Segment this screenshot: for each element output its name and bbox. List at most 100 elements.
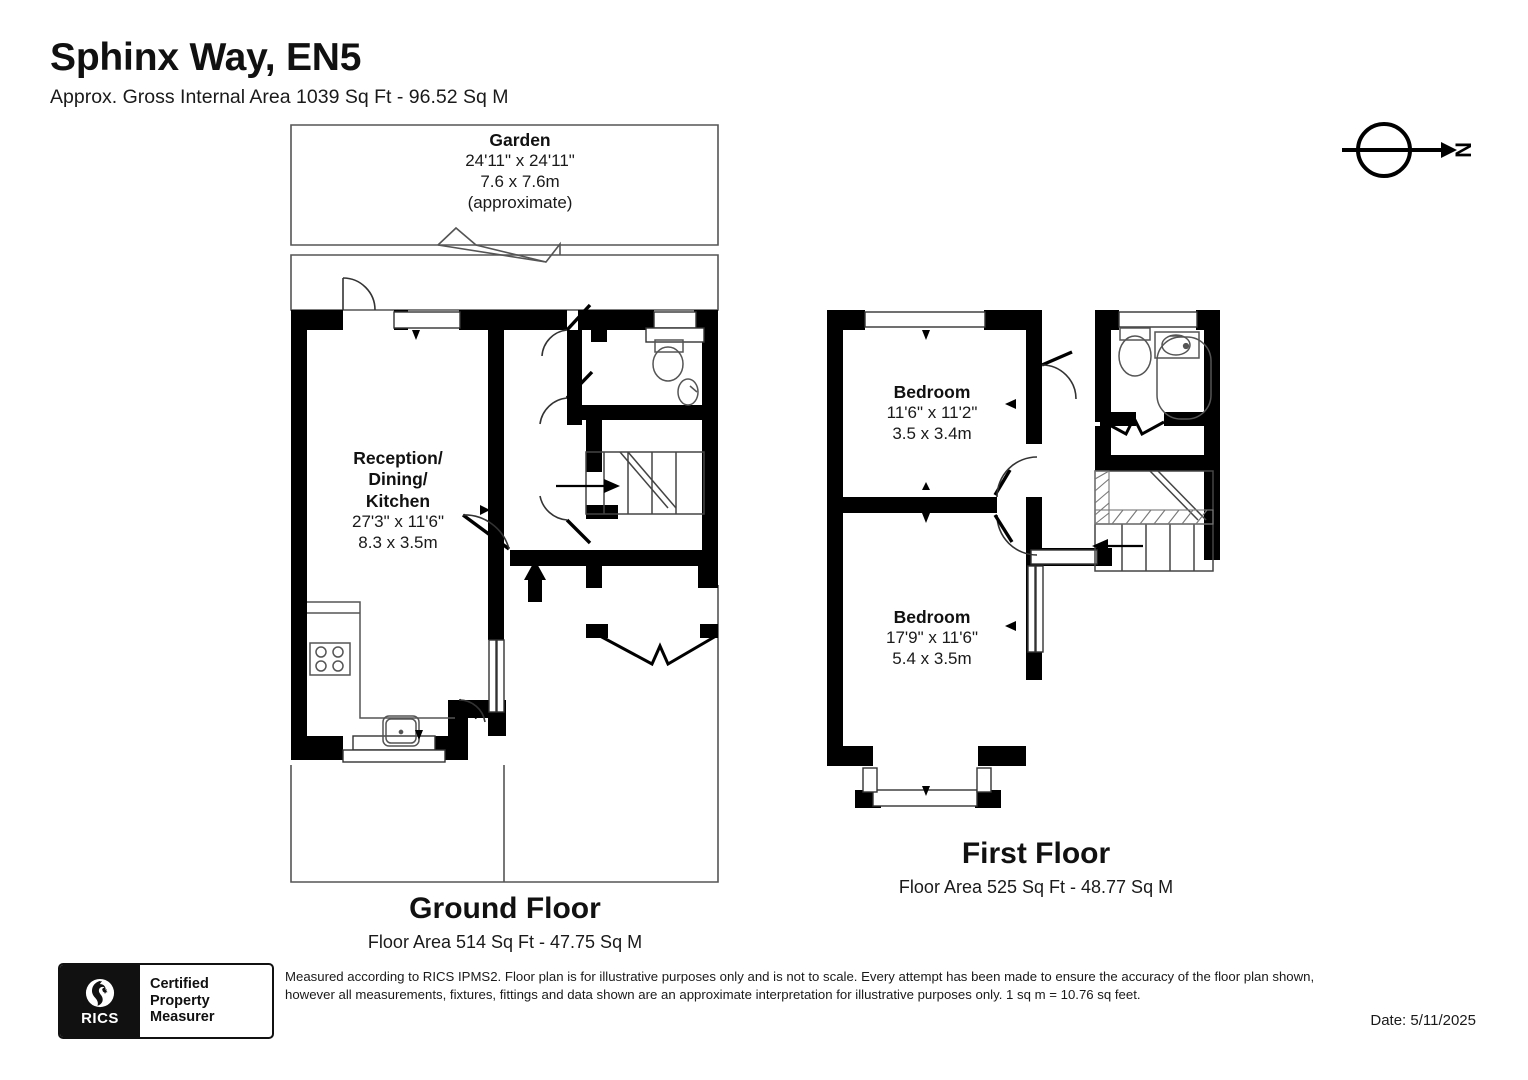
ff-basin <box>1161 334 1191 356</box>
window-side-right <box>496 639 505 713</box>
ff-stair-run <box>1094 470 1214 572</box>
door-utility-swing <box>458 699 486 723</box>
bedroom2-dim-imperial: 17'9" x 11'6" <box>886 628 978 648</box>
ff-marker-bedroom2-right <box>1005 621 1016 631</box>
stair-diagonal-b <box>627 451 677 509</box>
wall-wc-bottom <box>567 405 702 420</box>
wall-seg-a <box>394 310 408 330</box>
ff-wall-landing-left <box>1026 310 1042 444</box>
window-side-left <box>488 639 497 713</box>
garden-zigzag-2 <box>437 244 547 263</box>
wall-top-left-return <box>291 310 307 348</box>
ff-wall-bathroom-left <box>1095 322 1111 422</box>
kitchen-fittings <box>307 601 455 747</box>
hob-burner-4 <box>332 660 344 672</box>
wall-side-door-upper <box>488 620 504 640</box>
ff-wall-top-right-b <box>1196 310 1220 330</box>
ff-bath-plug <box>1182 342 1190 350</box>
wall-top-left <box>291 310 343 330</box>
ff-wall-landing-right-return <box>1095 426 1111 471</box>
door-reception-swing <box>462 514 510 550</box>
reception-name-line1: Reception/ <box>353 448 443 468</box>
ff-door-bedroom2-leaf <box>993 514 1014 543</box>
window-reception-rear <box>393 311 461 329</box>
ground-floor-area: Floor Area 514 Sq Ft - 47.75 Sq M <box>367 932 643 952</box>
toilet-bowl <box>652 346 684 382</box>
wall-top-right-c <box>694 310 718 330</box>
entrance-arrow <box>524 560 546 602</box>
ff-wall-bathroom-base-b <box>1164 412 1220 426</box>
ff-wall-top-mid <box>984 310 1030 330</box>
garden-name: Garden <box>489 130 551 150</box>
front-plot-boundary <box>290 585 719 883</box>
window-kitchen-rear-b <box>342 749 446 763</box>
bay-window <box>599 634 717 667</box>
door-rear-swing <box>342 277 376 311</box>
wall-utility-top <box>455 700 505 718</box>
page-title: Sphinx Way, EN5 <box>50 36 362 79</box>
door-wc-leaf <box>565 370 594 400</box>
bedroom1-name: Bedroom <box>893 382 971 402</box>
ff-window-landing <box>1030 549 1098 565</box>
ff-marker-bedroom1-left <box>827 399 838 409</box>
wall-bottom-right-seg <box>432 736 468 760</box>
ff-bath-outline <box>1156 336 1212 420</box>
ff-window-bay-left-pane <box>862 767 878 793</box>
wall-bay-right-base <box>700 624 718 638</box>
room-label-garden: Garden 24'11" x 24'11" 7.6 x 7.6m (appro… <box>465 130 575 214</box>
wall-hall-left-upper <box>567 330 582 425</box>
window-wc-a <box>653 311 697 329</box>
hob-burner-2 <box>332 646 344 658</box>
garden-dim-imperial: 24'11" x 24'11" <box>465 151 575 171</box>
bay-window-outline <box>599 634 717 667</box>
first-floor-title: First Floor <box>961 837 1111 870</box>
ff-basin-unit <box>1154 331 1200 359</box>
ff-marker-bedroom1-rear <box>922 330 930 340</box>
ff-wall-bottom-left <box>827 746 873 766</box>
bathroom-fittings <box>1118 327 1212 420</box>
rics-logo-block: RICS <box>60 965 140 1037</box>
stair-diagonal-a <box>619 451 669 509</box>
ff-door-bathroom-leaf <box>1041 350 1073 367</box>
svg-text:N: N <box>1451 142 1476 158</box>
wall-kitchen-right <box>448 700 468 760</box>
hob-outline <box>309 642 351 676</box>
ground-floor-caption: Ground Floor Floor Area 514 Sq Ft - 47.7… <box>368 892 642 953</box>
ff-wall-landing-stair-top <box>1095 455 1220 471</box>
wall-bay-left-return <box>586 566 602 588</box>
wall-interior-reception-hall <box>488 330 504 620</box>
ff-wall-bottom-right <box>978 746 1026 766</box>
ff-stair-direction <box>1092 539 1143 553</box>
ff-marker-bedroom2-left <box>827 621 838 631</box>
ff-stair-diagonal-a <box>1149 470 1199 521</box>
toilet-cistern <box>654 339 684 353</box>
ground-floor-stairs <box>585 451 705 515</box>
ff-wall-landing-bottom <box>1026 548 1112 566</box>
ff-toilet-bowl <box>1118 335 1152 377</box>
room-label-reception: Reception/ Dining/ Kitchen 27'3" x 11'6"… <box>352 448 444 554</box>
bedroom2-dim-metric: 5.4 x 3.5m <box>892 649 972 669</box>
ff-window-bay-front <box>872 789 978 807</box>
marker-reception-left <box>291 512 301 522</box>
sink-basin <box>385 718 417 744</box>
ff-window-bathroom <box>1118 311 1198 328</box>
reception-dim-imperial: 27'3" x 11'6" <box>352 512 444 532</box>
disclaimer-line-2: however all measurements, fixtures, fitt… <box>285 987 1141 1003</box>
wall-utility-right <box>488 700 506 736</box>
bedroom1-dim-imperial: 11'6" x 11'2" <box>886 403 978 423</box>
ff-wall-landing-lower-left <box>1026 497 1042 567</box>
ff-marker-bedroom1-right <box>1005 399 1016 409</box>
rics-wordmark: RICS <box>81 1009 119 1027</box>
ff-marker-mid-upper <box>922 482 930 490</box>
window-wc-b <box>645 327 705 343</box>
wall-exterior-right <box>702 310 718 585</box>
ff-wall-exterior-right <box>1204 310 1220 560</box>
wall-stair-base <box>586 505 618 519</box>
door-hall-top-leaf <box>565 303 592 332</box>
garden-zigzag <box>437 226 561 263</box>
marker-reception-right <box>480 505 490 515</box>
door-utility-leaf <box>457 698 479 720</box>
sink-drain <box>398 729 404 735</box>
rics-certified-badge: RICS Certified Property Measurer <box>58 963 274 1039</box>
hob-burner-1 <box>315 646 327 658</box>
